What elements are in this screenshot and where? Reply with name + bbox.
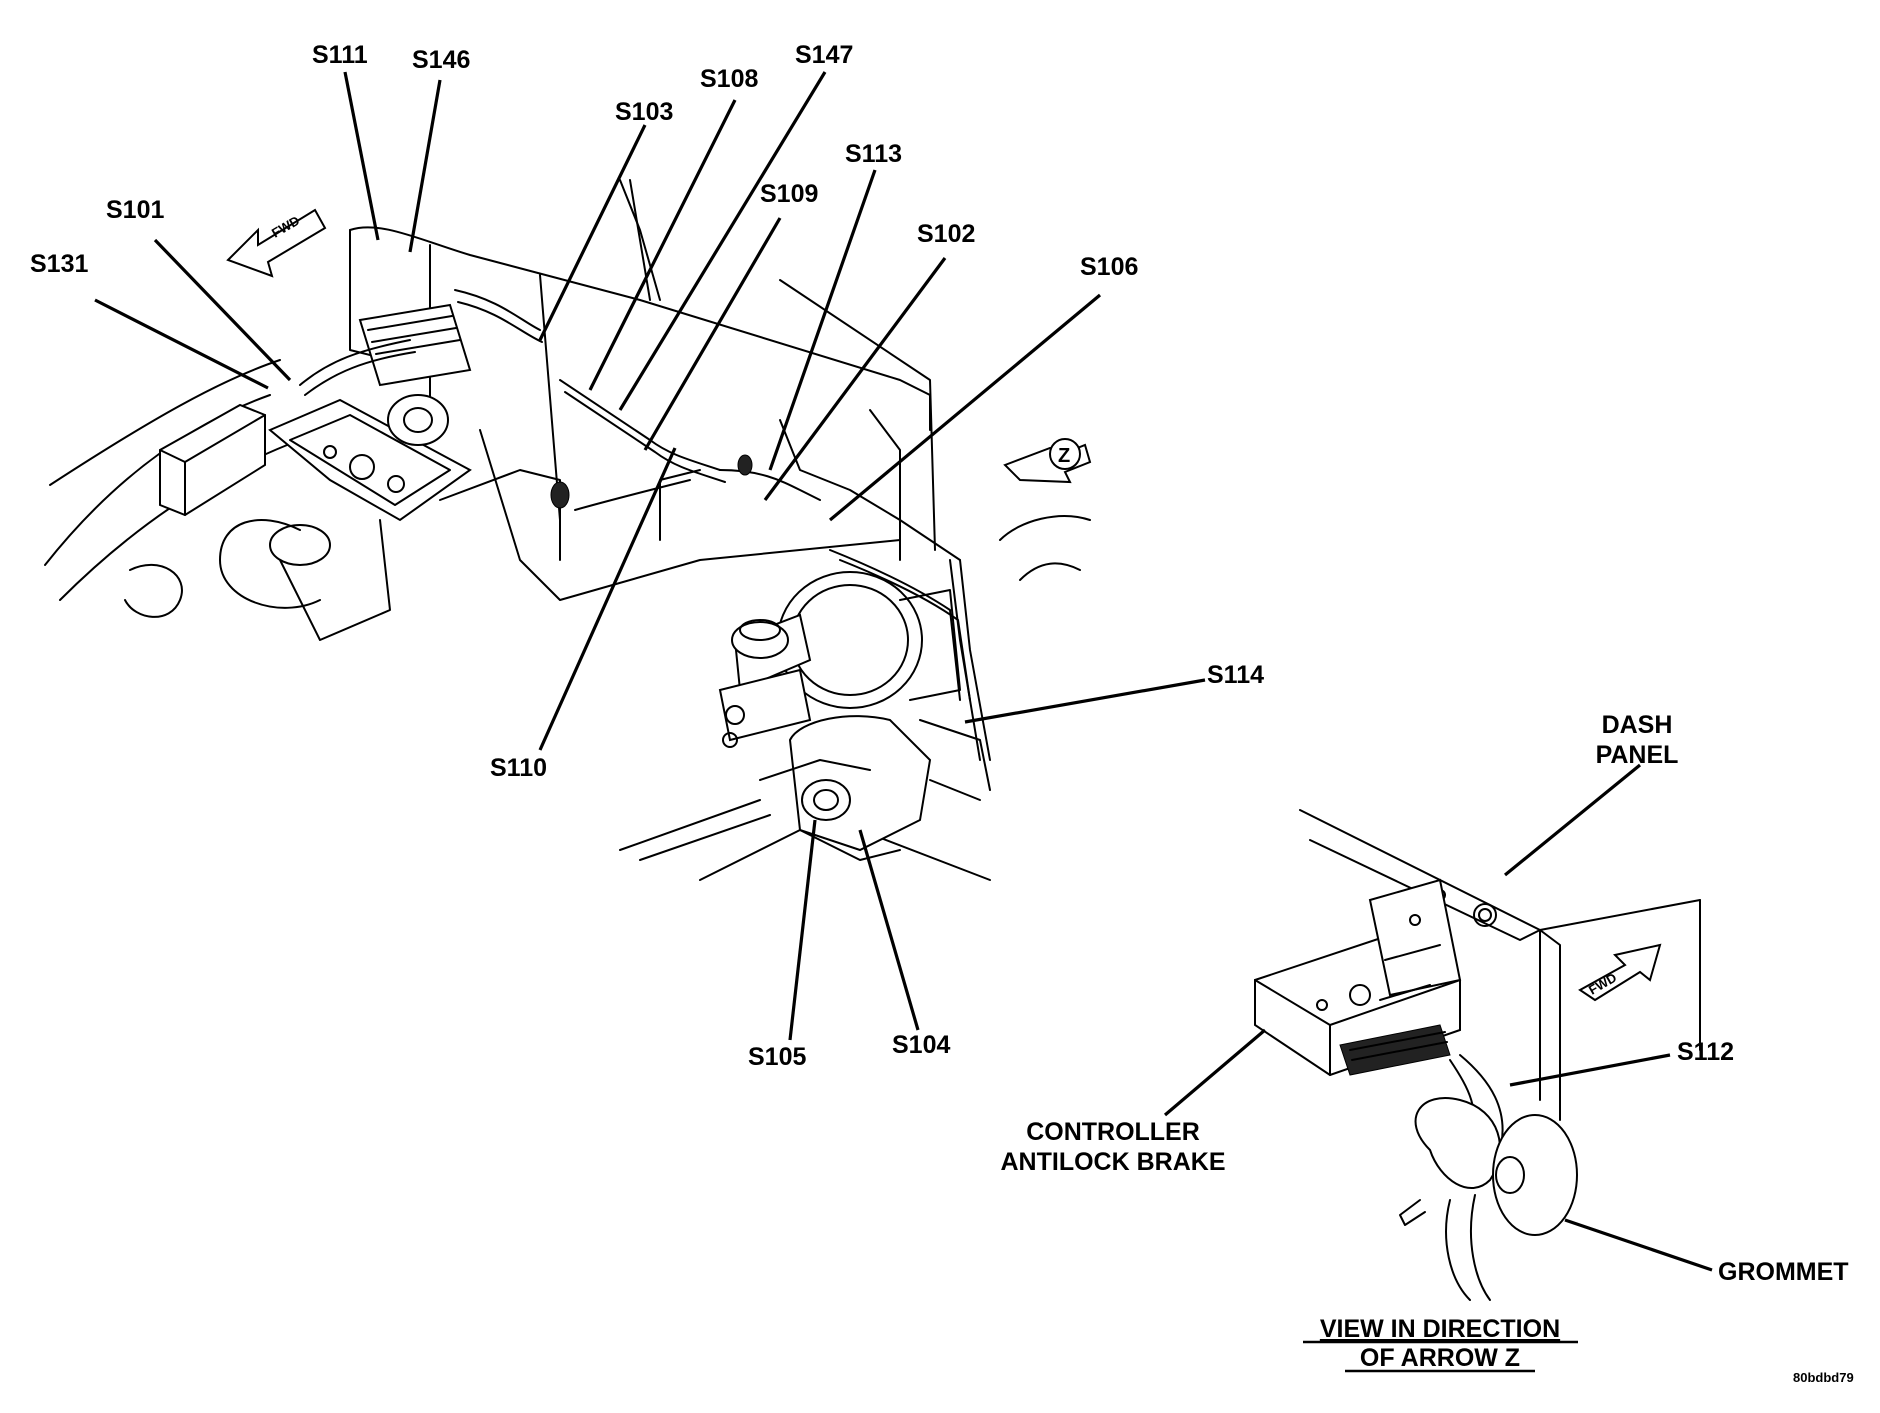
leader-s114 (964, 678, 1206, 724)
engine-compartment-drawing (44, 179, 1092, 881)
leader-s147 (618, 71, 827, 411)
leader-s112 (1509, 1053, 1671, 1087)
leader-grommet (1564, 1218, 1713, 1272)
label-s108: S108 (700, 65, 758, 93)
leader-s146 (408, 79, 442, 253)
label-s111: S111 (312, 41, 368, 69)
fwd-arrow-detail-icon (1578, 943, 1662, 1002)
label-s102: S102 (917, 220, 975, 248)
leader-s106 (828, 293, 1102, 522)
label-s105: S105 (748, 1043, 806, 1071)
label-s114: S114 (1207, 661, 1264, 689)
label-s110: S110 (490, 754, 547, 782)
view-caption: VIEW IN DIRECTION OF ARROW Z (1303, 1315, 1578, 1373)
z-arrow-label: Z (1058, 445, 1070, 467)
label-s104: S104 (892, 1031, 950, 1059)
label-s101: S101 (106, 196, 164, 224)
label-dash-panel-line1: DASH (1602, 711, 1673, 739)
leader-s101 (153, 238, 292, 382)
splice-labels: S111 S146 S108 S147 S103 S113 S101 S109 … (30, 41, 1734, 1071)
figure-code: 80bdbd79 (1793, 1370, 1854, 1385)
fwd-arrow-main-icon (226, 208, 327, 278)
leader-s131 (94, 298, 269, 390)
grommet-shape (1492, 1114, 1578, 1236)
label-s106: S106 (1080, 253, 1138, 281)
label-s113: S113 (845, 140, 902, 168)
leader-controller (1163, 1028, 1267, 1117)
leader-s113 (768, 169, 877, 471)
caption-line1: VIEW IN DIRECTION (1320, 1315, 1560, 1343)
label-controller-line1: CONTROLLER (1026, 1118, 1200, 1146)
label-grommet: GROMMET (1718, 1258, 1849, 1286)
caption-line2: OF ARROW Z (1360, 1344, 1520, 1372)
label-s109: S109 (760, 180, 818, 208)
label-s146: S146 (412, 46, 470, 74)
leader-s104 (858, 829, 920, 1031)
label-s147: S147 (795, 41, 853, 69)
label-s112: S112 (1677, 1038, 1734, 1066)
z-arrow-badge (1049, 438, 1081, 470)
fwd-arrow-main: FWD (226, 208, 327, 278)
label-dash-panel-line2: PANEL (1596, 741, 1679, 769)
detail-view-drawing (1254, 809, 1701, 1301)
component-labels: DASH PANEL CONTROLLER ANTILOCK BRAKE GRO… (1001, 711, 1849, 1286)
leader-s108 (588, 99, 737, 391)
label-controller-line2: ANTILOCK BRAKE (1001, 1148, 1226, 1176)
leader-s110 (538, 447, 677, 751)
leader-s105 (788, 819, 817, 1041)
leader-s109 (643, 217, 782, 451)
leader-s103 (538, 124, 647, 341)
leader-lines (94, 71, 1713, 1272)
leader-s111 (343, 71, 380, 241)
label-s103: S103 (615, 98, 673, 126)
leader-dash-panel (1503, 763, 1642, 877)
leader-s102 (763, 257, 947, 501)
label-s131: S131 (30, 250, 88, 278)
